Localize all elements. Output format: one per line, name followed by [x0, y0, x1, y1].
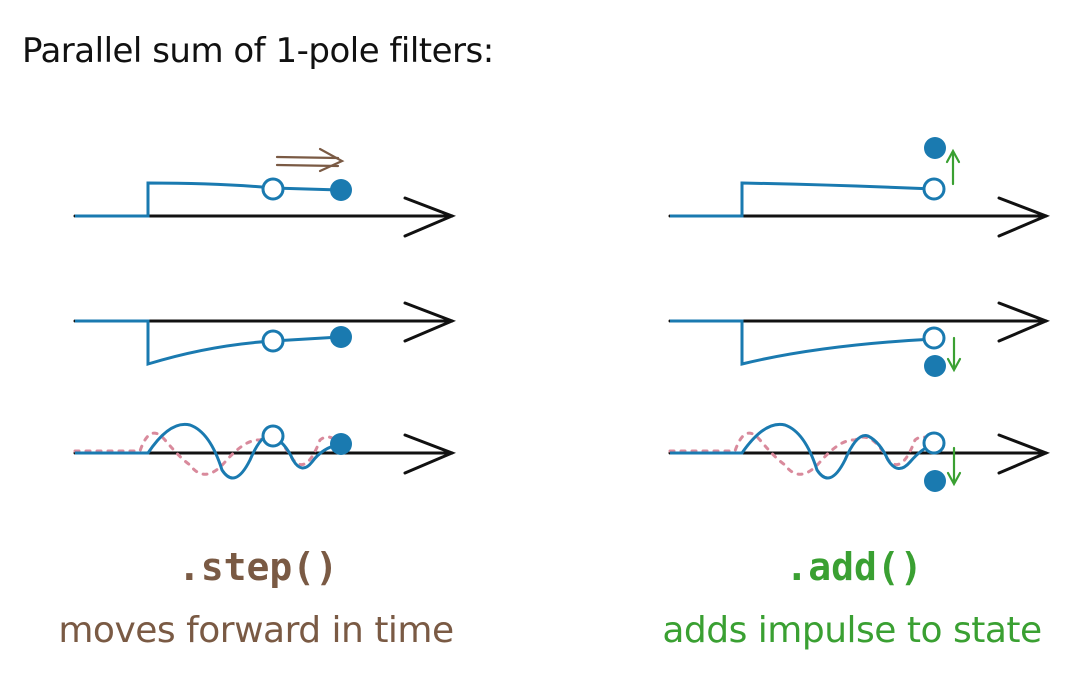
dotted-curve [668, 431, 937, 476]
green-down-arrow-icon [946, 336, 962, 373]
green-down-arrow-icon [946, 446, 962, 487]
add-description: adds impulse to state [662, 610, 1041, 651]
dotted-curve [73, 431, 342, 476]
next-state-marker [330, 326, 352, 348]
next-state-marker [330, 433, 352, 455]
signal-curve [75, 422, 341, 480]
left-row-positive-decay [73, 147, 457, 238]
add-method-label: .add() [785, 545, 922, 589]
right-row-oscillation [668, 422, 1051, 492]
updated-state-marker [924, 470, 946, 492]
right-panel: .add() adds impulse to state [662, 137, 1051, 651]
right-row-positive-decay [668, 137, 1051, 238]
brown-right-double-arrow-icon [275, 147, 345, 173]
left-panel: .step() moves forward in time [58, 147, 457, 651]
current-state-marker [261, 177, 285, 201]
right-row-negative-decay [668, 301, 1051, 377]
left-row-oscillation [73, 422, 457, 480]
step-method-label: .step() [178, 545, 338, 589]
step-description: moves forward in time [58, 610, 453, 651]
current-state-marker [922, 177, 946, 201]
current-state-marker [261, 424, 285, 448]
page-title: Parallel sum of 1-pole filters: [22, 31, 494, 71]
current-state-marker [922, 326, 946, 350]
next-state-marker [330, 179, 352, 201]
signal-curve [670, 319, 935, 366]
current-state-marker [922, 431, 946, 455]
updated-state-marker [924, 137, 946, 159]
updated-state-marker [924, 355, 946, 377]
green-up-arrow-icon [945, 148, 961, 186]
current-state-marker [261, 329, 285, 353]
signal-curve [670, 422, 935, 480]
signal-curve [75, 319, 341, 367]
left-row-negative-decay [73, 301, 457, 367]
signal-curve [670, 181, 935, 218]
signal-curve [75, 181, 341, 218]
